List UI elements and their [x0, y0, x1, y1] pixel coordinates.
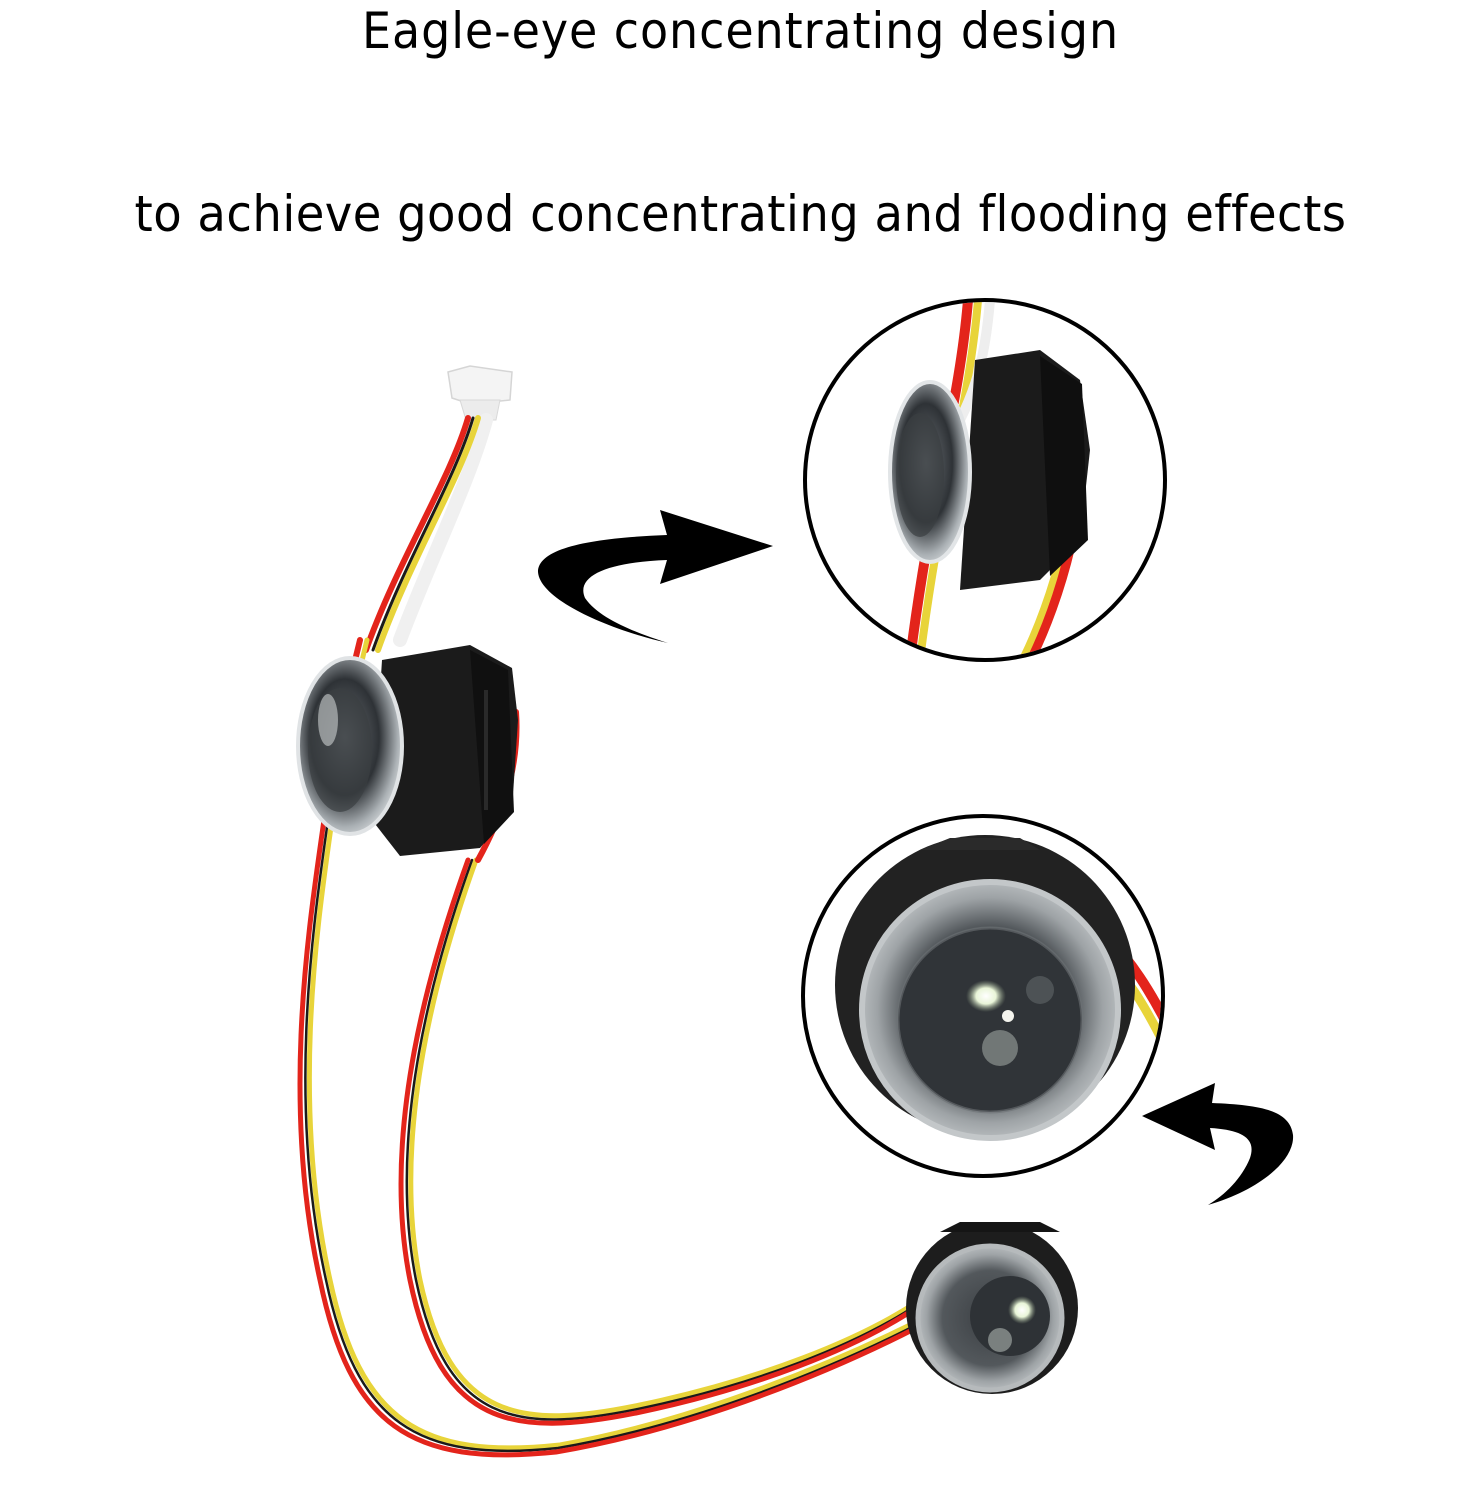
headline-line-1: Eagle-eye concentrating design [361, 2, 1120, 60]
led-module-2 [906, 1222, 1078, 1394]
connector-plug [447, 365, 513, 421]
headline-line-2: to achieve good concentrating and floodi… [134, 185, 1347, 243]
led-module-1 [296, 645, 518, 856]
arrow-to-side-detail-icon [538, 510, 773, 643]
callout-side-detail [803, 298, 1167, 662]
callout-front-detail [801, 814, 1165, 1178]
wire-harness-top [363, 413, 493, 653]
arrow-to-front-detail-icon [1142, 1083, 1294, 1205]
